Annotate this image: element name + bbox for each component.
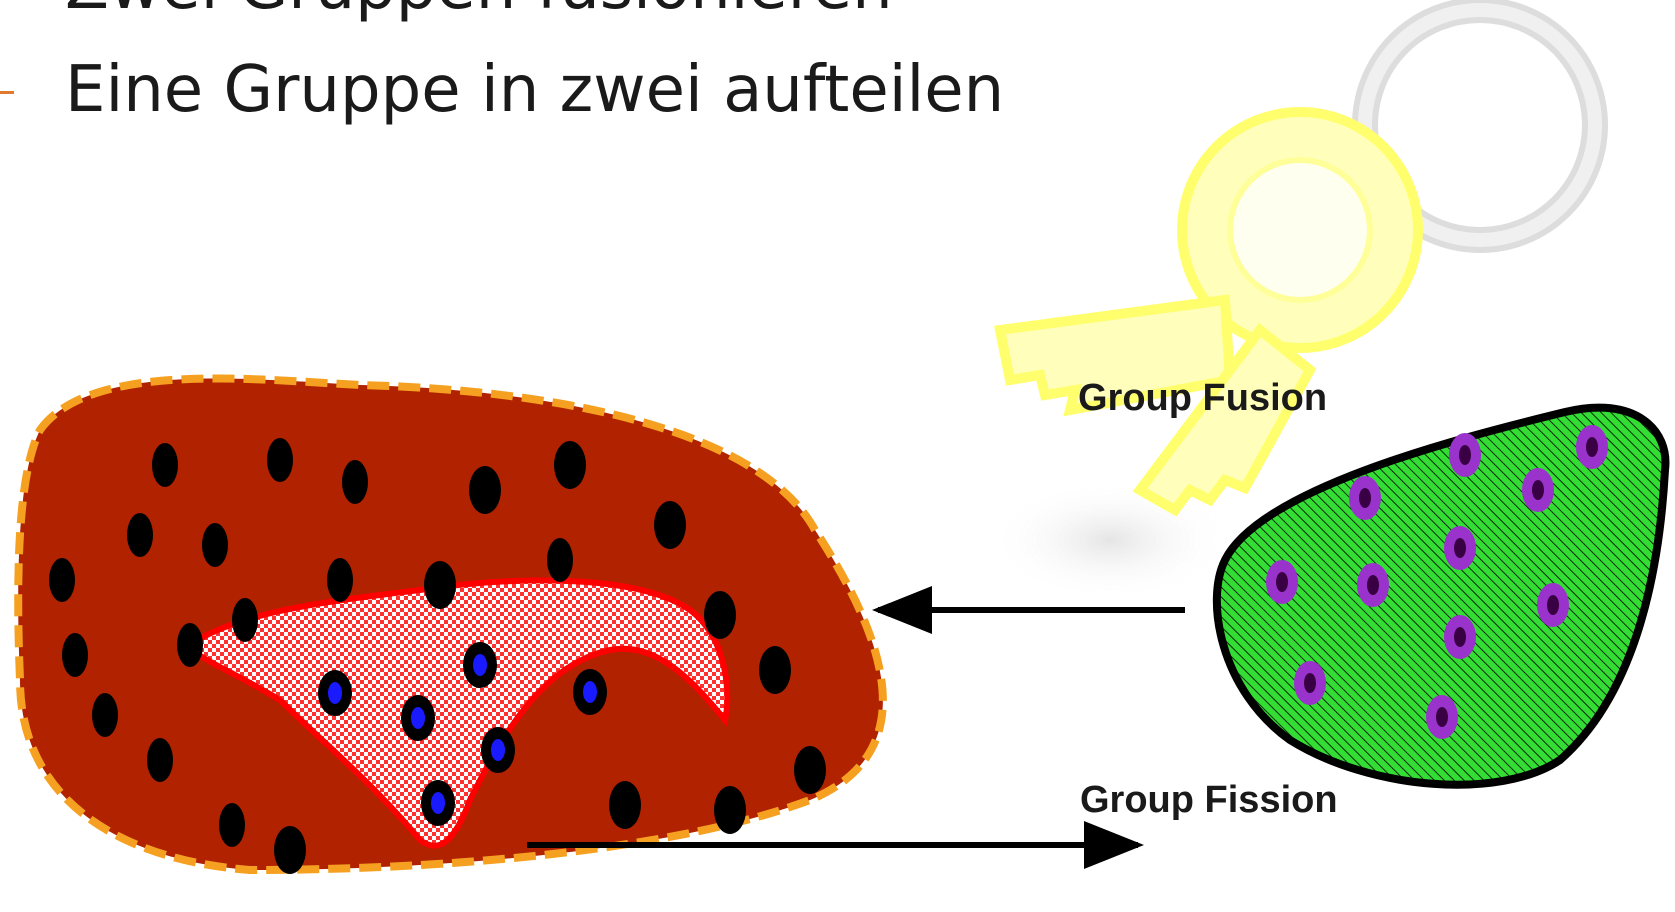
member-dot: [1349, 476, 1381, 520]
member-dot: [147, 738, 173, 782]
member-dot: [177, 623, 203, 667]
member-dot: [609, 781, 641, 829]
member-dot: [49, 558, 75, 602]
fusion-label: Group Fusion: [1078, 377, 1327, 419]
member-dot: [342, 460, 368, 504]
member-dot: [759, 646, 791, 694]
member-dot: [92, 693, 118, 737]
member-dot: [219, 803, 245, 847]
member-dot: [794, 746, 826, 794]
member-dot: [1449, 433, 1481, 477]
member-dot: [714, 786, 746, 834]
member-dot: [152, 443, 178, 487]
member-dot: [1576, 425, 1608, 469]
member-dot: [1444, 526, 1476, 570]
member-dot: [554, 441, 586, 489]
member-dot: [573, 669, 607, 715]
member-dot: [654, 501, 686, 549]
member-dot: [401, 695, 435, 741]
member-dot: [424, 561, 456, 609]
member-dot: [469, 466, 501, 514]
member-dot: [704, 591, 736, 639]
fission-label: Group Fission: [1080, 779, 1338, 821]
member-dot: [127, 513, 153, 557]
member-dot: [1266, 560, 1298, 604]
member-dot: [62, 633, 88, 677]
member-dot: [1426, 695, 1458, 739]
member-dot: [421, 780, 455, 826]
member-dot: [267, 438, 293, 482]
member-dot: [481, 727, 515, 773]
member-dot: [1537, 583, 1569, 627]
member-dot: [1357, 563, 1389, 607]
member-dot: [327, 558, 353, 602]
member-dot: [274, 826, 306, 874]
member-dot: [1444, 615, 1476, 659]
member-dot: [547, 538, 573, 582]
member-dot: [463, 642, 497, 688]
member-dot: [1522, 468, 1554, 512]
member-dot: [232, 598, 258, 642]
member-dot: [1294, 661, 1326, 705]
member-dot: [202, 523, 228, 567]
member-dot: [318, 670, 352, 716]
